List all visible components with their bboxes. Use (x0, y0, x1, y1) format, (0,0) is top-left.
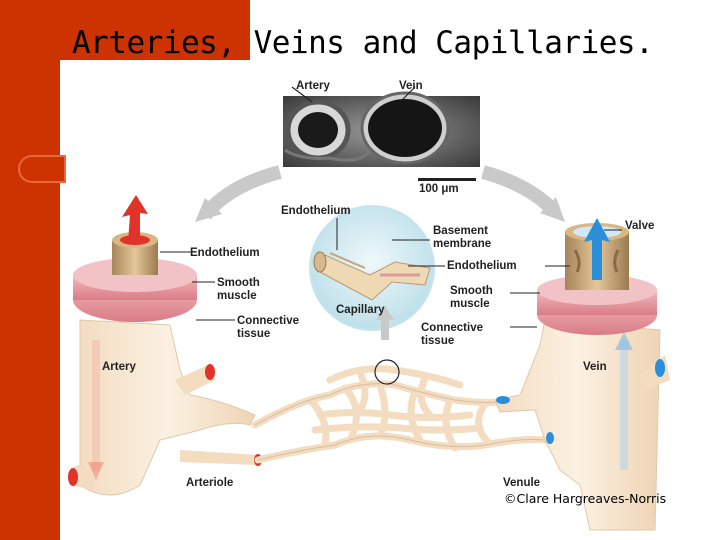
smooth-muscle-right-label-2: muscle (450, 298, 490, 310)
capillary-label: Capillary (336, 304, 385, 316)
smooth-muscle-right-label-1: Smooth (450, 285, 493, 297)
connective-left-label-1: Connective (237, 315, 299, 327)
micrograph (283, 87, 480, 181)
connective-left-label-2: tissue (237, 328, 270, 340)
endothelium-left-label: Endothelium (190, 247, 260, 259)
copyright-text: ©Clare Hargreaves-Norris (504, 491, 666, 506)
venule-label: Venule (503, 477, 540, 489)
basement-membrane-label-1: Basement (433, 225, 488, 237)
connective-right-label-1: Connective (421, 322, 483, 334)
micrograph-artery-label: Artery (296, 80, 330, 92)
smooth-muscle-left-label-1: Smooth (217, 277, 260, 289)
capillary-inset (310, 206, 434, 340)
artery-vessel (68, 195, 262, 495)
artery-label: Artery (102, 361, 136, 373)
endothelium-right-label: Endothelium (447, 260, 517, 272)
endothelium-center-label: Endothelium (281, 205, 351, 217)
micrograph-vein-label: Vein (399, 80, 423, 92)
smooth-muscle-left-label-2: muscle (217, 290, 257, 302)
scale-bar-label: 100 μm (419, 183, 459, 195)
left-pointer-arrow (205, 172, 280, 215)
vein-label: Vein (583, 361, 607, 373)
valve-label: Valve (625, 220, 654, 232)
connective-right-label-2: tissue (421, 335, 454, 347)
capillary-bed (255, 369, 545, 460)
right-pointer-arrow (483, 172, 555, 212)
arteriole-label: Arteriole (186, 477, 233, 489)
basement-membrane-label-2: membrane (433, 238, 491, 250)
